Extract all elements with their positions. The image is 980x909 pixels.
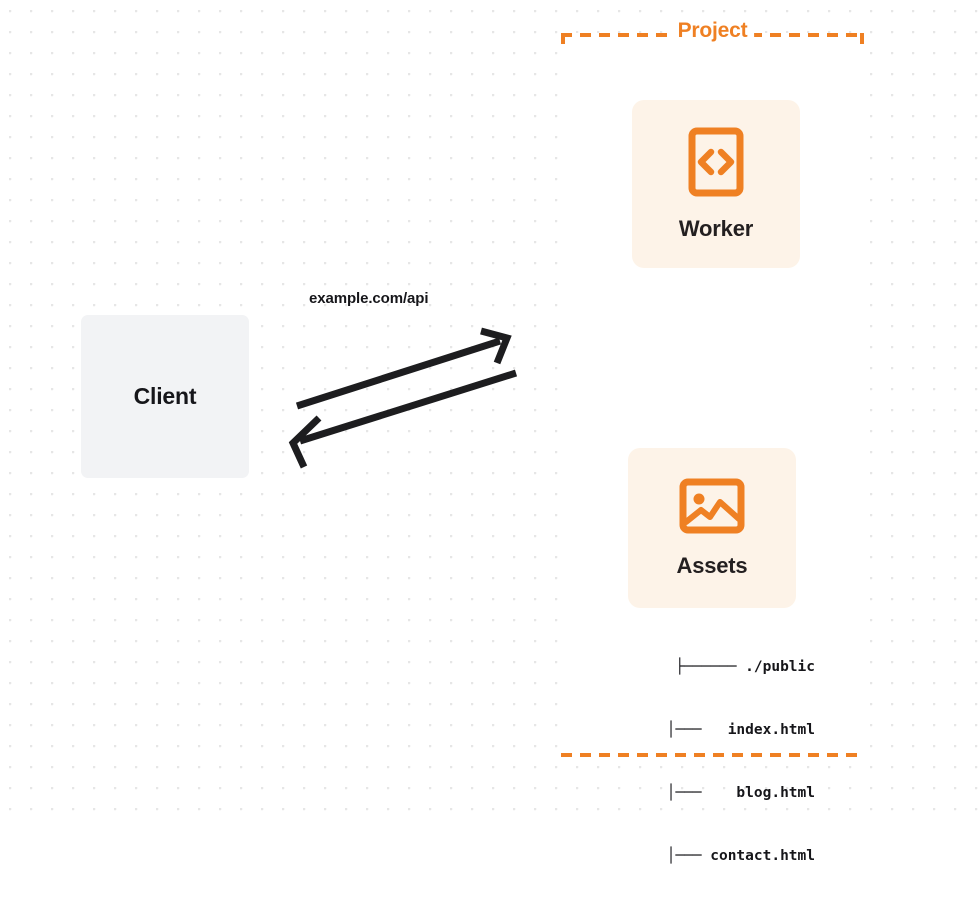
project-container: Project Worker Assets — [561, 19, 864, 864]
image-icon — [679, 478, 745, 539]
architecture-diagram-canvas: Client example.com/api Project — [0, 0, 980, 864]
client-label: Client — [133, 383, 197, 409]
code-brackets-icon — [688, 127, 744, 202]
file-tree-row: │─── contact.html — [666, 848, 815, 864]
response-arrow — [288, 369, 518, 469]
file-tree-row: │─── blog.html — [666, 785, 815, 801]
project-border-bottom — [561, 753, 864, 757]
worker-card[interactable]: Worker — [632, 100, 800, 268]
file-tree-row: │─── index.html — [666, 722, 815, 738]
client-node[interactable]: Client — [81, 315, 249, 478]
connection-label: example.com/api — [309, 290, 429, 307]
assets-card-label: Assets — [676, 552, 748, 578]
project-border-right — [860, 33, 864, 757]
file-tree-row: ├────── ./public — [675, 659, 815, 675]
worker-card-label: Worker — [678, 215, 754, 241]
assets-card[interactable]: Assets — [628, 448, 796, 608]
project-border-left — [561, 33, 565, 757]
project-title: Project — [670, 19, 755, 43]
assets-file-tree: ├────── ./public │─── index.html │─── bl… — [571, 615, 815, 909]
request-arrow — [295, 327, 512, 410]
